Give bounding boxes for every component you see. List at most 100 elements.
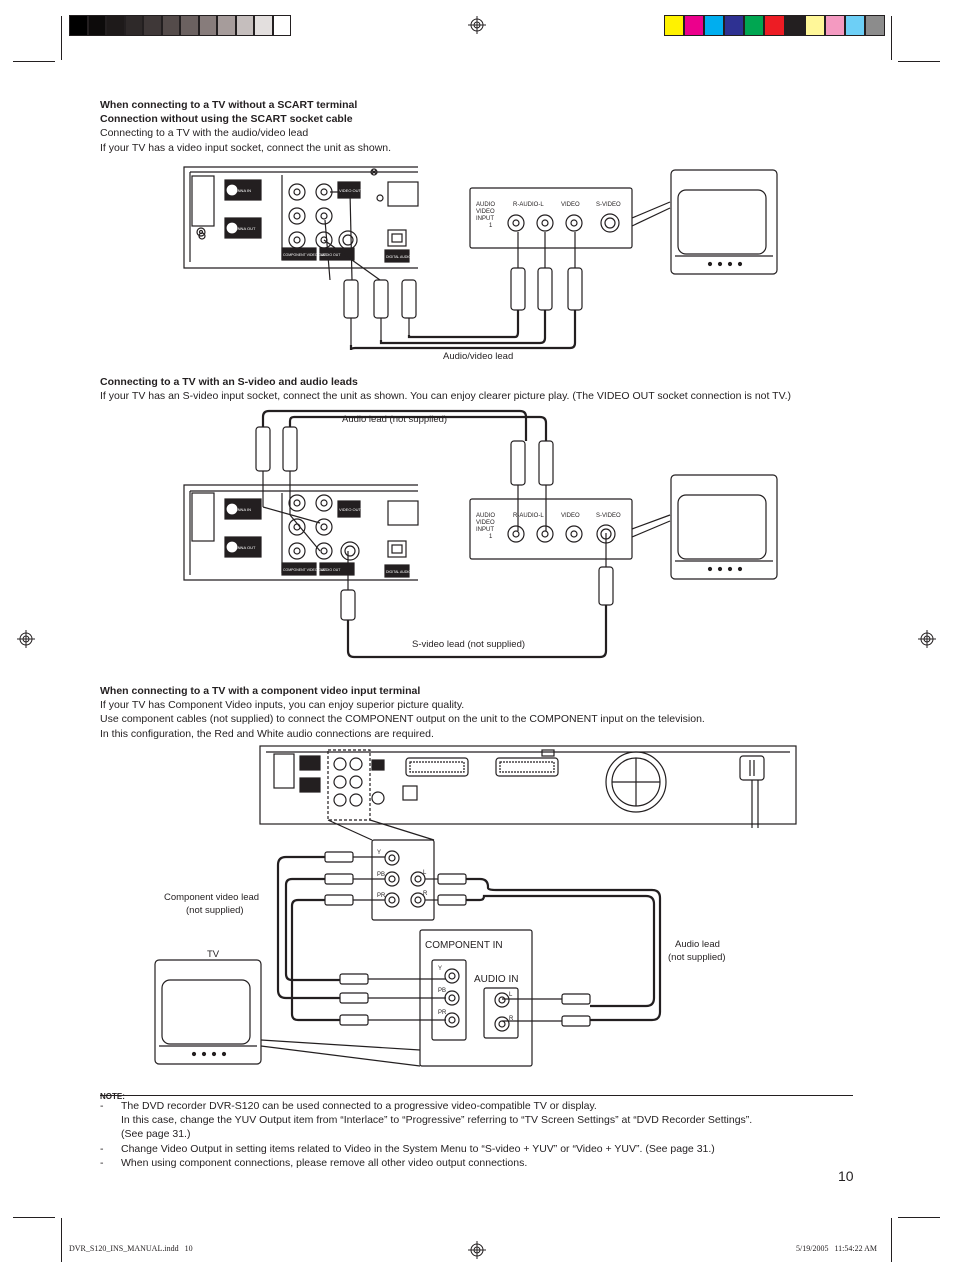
gray-color-bar (69, 15, 291, 36)
note-dash: - (100, 1143, 104, 1155)
rca-plug (537, 267, 553, 311)
registration-target-icon (468, 16, 486, 34)
rca-plug (510, 267, 526, 311)
section3-heading: When connecting to a TV with a component… (100, 685, 421, 697)
note-title: NOTE: (100, 1092, 125, 1101)
rca-plug (373, 279, 389, 340)
section1-line1: Connecting to a TV with the audio/video … (100, 127, 309, 139)
note-item1-line2: In this case, change the YUV Output item… (121, 1114, 753, 1126)
crop-mark (61, 16, 62, 60)
color-swatch (106, 15, 125, 36)
crop-mark (898, 1217, 940, 1218)
tv-jack-r-label: R (509, 1016, 514, 1022)
component-in-label: COMPONENT IN (425, 940, 503, 951)
screw-icon (376, 194, 384, 202)
color-swatch (217, 15, 236, 36)
color-swatch (704, 15, 725, 36)
component-highlight-box (327, 749, 371, 821)
note-rule (100, 1095, 853, 1096)
audio-plug (425, 873, 467, 885)
recorder-full-rear-panel (259, 745, 797, 825)
tv-jack-pb-label: PB (438, 988, 446, 994)
note-item1-line3: (See page 31.) (121, 1128, 191, 1140)
jack-l-label: L (423, 870, 427, 876)
unit-video-out-label: VIDEO OUT (339, 507, 362, 512)
section2-line1: If your TV has an S-video input socket, … (100, 390, 792, 402)
section3-line3: In this configuration, the Red and White… (100, 728, 434, 740)
tv-panel-input-text: INPUT (476, 216, 494, 222)
svideo-lead-label: S-video lead (not supplied) (412, 639, 526, 650)
section3-line2: Use component cables (not supplied) to c… (100, 713, 705, 725)
unit-digital-label: DIGITAL AUDIO OUT (386, 570, 420, 574)
tv-panel-audio-text: AUDIO (476, 202, 495, 208)
footer-timestamp: 5/19/2005 11:54:22 AM (796, 1244, 878, 1253)
tv-jack-pr-label: PR (438, 1010, 447, 1016)
diagram-svideo-lead: AUDIO VIDEO INPUT 1 R-AUDIO-L VIDEO S-VI… (183, 409, 778, 659)
screw-icon (198, 232, 206, 240)
page-number: 10 (838, 1168, 854, 1184)
unit-digital-label: DIGITAL AUDIO OUT (386, 255, 420, 259)
component-jacks (288, 183, 333, 249)
zoomed-jack-panel (371, 839, 435, 921)
crop-mark (891, 1218, 892, 1262)
tv-panel-input-num: 1 (489, 223, 493, 229)
rca-plug (567, 267, 583, 311)
section1-heading2: Connection without using the SCART socke… (100, 113, 353, 125)
audio-in-label: AUDIO IN (474, 974, 518, 985)
screw-icon (370, 168, 378, 176)
color-swatch (124, 15, 143, 36)
rca-plug (255, 426, 271, 472)
component-lead-label-2: (not supplied) (186, 905, 244, 916)
color-swatch (180, 15, 199, 36)
svideo-plug (598, 566, 614, 606)
unit-antenna-in-label: ANTENNA IN (227, 507, 251, 512)
recorder-rear-panel (183, 484, 418, 581)
registration-target-icon (17, 630, 35, 648)
rca-plug (343, 279, 359, 345)
tv-panel-video-text: VIDEO (476, 209, 495, 215)
component-lead-label-1: Component video lead (164, 892, 260, 903)
color-swatch (844, 15, 865, 36)
unit-antenna-out-label: ANTENNA OUT (227, 545, 256, 550)
note-dash: - (100, 1100, 104, 1112)
tv-set-icon (154, 959, 262, 1065)
unit-video-out-label: VIDEO OUT (339, 188, 362, 193)
component-plug (339, 973, 369, 985)
av-lead-label: Audio/video lead (443, 351, 514, 362)
note-item1-line1: The DVD recorder DVR-S120 can be used co… (121, 1100, 597, 1112)
note-item2: Change Video Output in setting items rel… (121, 1143, 715, 1155)
color-swatch (69, 15, 88, 36)
tv-panel-svideo-label: S-VIDEO (596, 202, 621, 208)
section2-heading: Connecting to a TV with an S-video and a… (100, 376, 358, 388)
component-plug (324, 851, 385, 863)
crop-mark (898, 61, 940, 62)
tv-panel-r-audio-l: R-AUDIO-L (513, 513, 544, 519)
section1-line2: If your TV has a video input socket, con… (100, 142, 392, 154)
audio-plug (561, 993, 591, 1005)
color-swatch (664, 15, 685, 36)
audio-lead-label-2: (not supplied) (668, 952, 726, 963)
color-swatch (804, 15, 825, 36)
audio-lead-label-1: Audio lead (675, 939, 720, 950)
process-color-bar (664, 15, 885, 36)
svideo-plug (340, 589, 356, 621)
registration-target-icon (918, 630, 936, 648)
unit-audio-out-label: AUDIO OUT (321, 568, 341, 572)
color-swatch (161, 15, 180, 36)
color-swatch (254, 15, 273, 36)
tv-set-icon (670, 169, 778, 275)
tv-panel-input-num: 1 (489, 534, 493, 540)
audio-lead-label: Audio lead (not supplied) (342, 414, 448, 425)
audio-plug (425, 894, 467, 906)
color-swatch (198, 15, 217, 36)
color-swatch (272, 15, 291, 36)
jack-pb-label: PB (377, 872, 385, 878)
power-socket (739, 755, 765, 781)
note-item3: When using component connections, please… (121, 1157, 528, 1169)
crop-mark (13, 1217, 55, 1218)
diagram-av-lead: AUDIO VIDEO INPUT 1 R-AUDIO-L VIDEO S-VI… (183, 166, 778, 351)
color-swatch (764, 15, 785, 36)
crop-mark (13, 61, 55, 62)
tv-panel-r-audio-l: R-AUDIO-L (513, 202, 544, 208)
tv-panel-input-text: INPUT (476, 527, 494, 533)
